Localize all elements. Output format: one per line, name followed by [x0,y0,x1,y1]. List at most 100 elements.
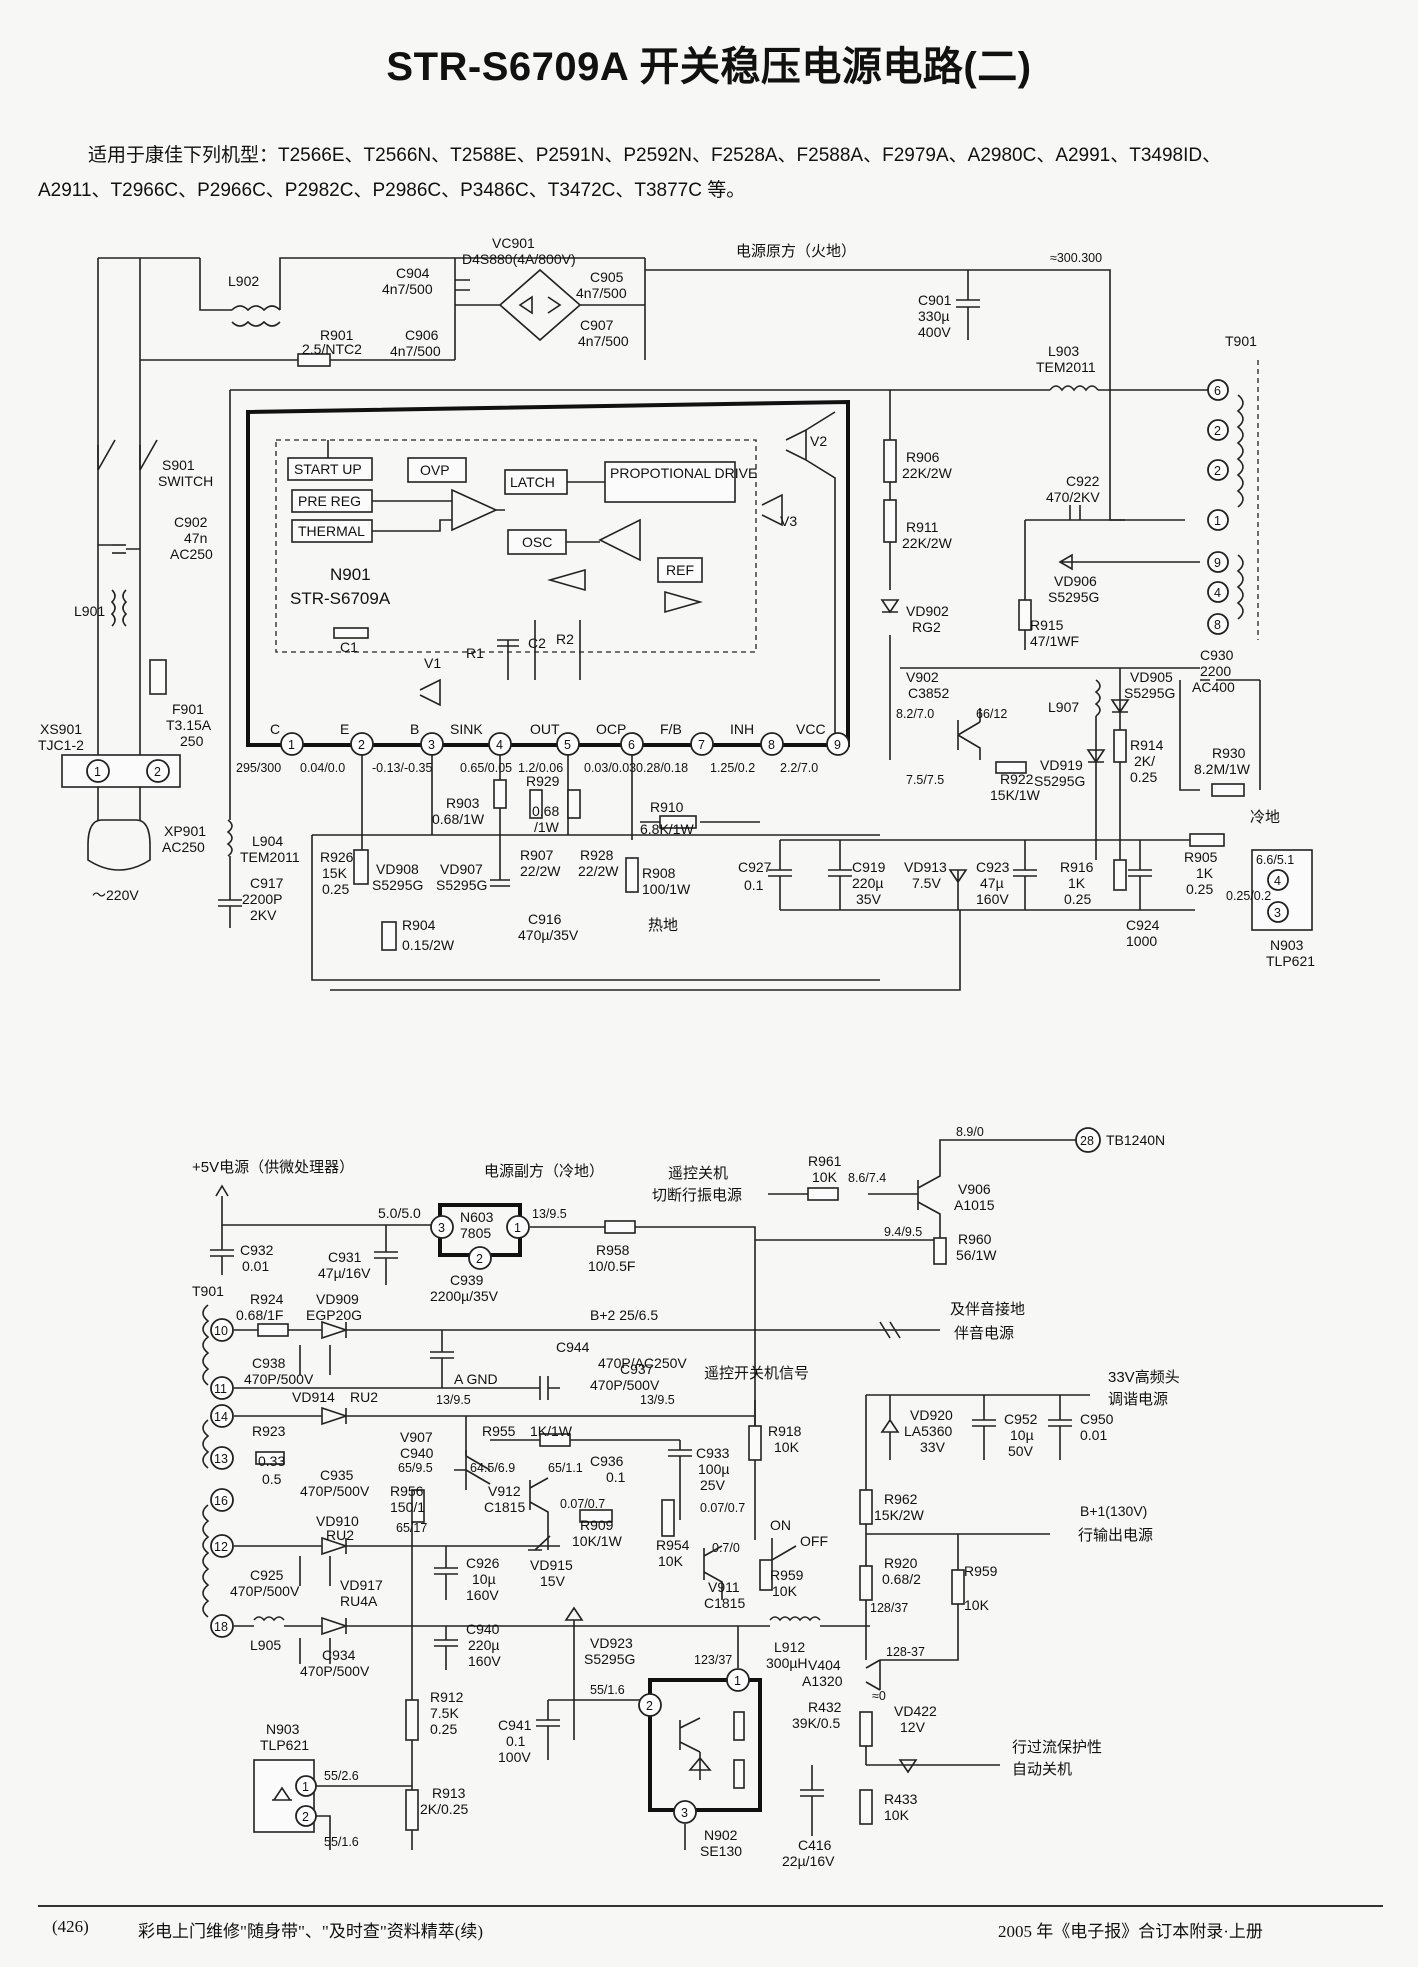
svg-text:1: 1 [1214,514,1221,528]
c934-value: 470P/500V [300,1663,370,1679]
tuner-label-1: 33V高频头 [1108,1369,1180,1386]
pin-4-name: SINK [450,721,483,737]
vd909-value: EGP20G [306,1307,362,1323]
r910-value: 6.8K/1W [640,821,694,837]
r923-label: R923 [252,1423,286,1439]
t901-primary: L903 TEM2011 T901 6 2 2 1 9 4 8 [230,333,1259,640]
c950-label: C950 [1080,1411,1114,1427]
l907-label: L907 [1048,699,1079,715]
r918-value: 10K [774,1439,800,1455]
block-latch [504,469,568,495]
vd910-label: VD910 [316,1513,359,1529]
c940a-voltage: 65/9.5 [398,1461,433,1475]
vd923-label: VD923 [590,1635,633,1651]
vd917-label: VD917 [340,1577,383,1593]
svg-text:3: 3 [1274,906,1281,920]
block-osc-label: OSC [522,534,552,550]
c940b-label: C940 [466,1621,500,1637]
c927-label: C927 [738,859,772,875]
v404-value: A1320 [802,1673,843,1689]
pin-6-name: OCP [596,721,626,737]
vd905-value: S5295G [1124,685,1175,701]
c904-label: C904 [396,265,430,281]
c932-value: 0.01 [242,1258,269,1274]
block-start-up [287,457,373,481]
r956-value: 150/1 [390,1499,425,1515]
r956-label: R956 [390,1483,424,1499]
line-filter: L902 R901 2.5/NTC2 [140,257,645,367]
secondary-circuit: +5V电源（供微处理器） 电源副方（冷地） C932 0.01 C931 47µ… [192,1125,1180,1869]
c938-label: C938 [252,1355,286,1371]
c922-value: 470/2KV [1046,489,1100,505]
tb1240n-pin: 28 [1080,1134,1094,1148]
vd909-label: VD909 [316,1291,359,1307]
page-footer: (426) 彩电上门维修"随身带"、"及时查"资料精萃(续) 2005 年《电子… [38,1905,1383,1947]
r959a-value: 10K [772,1583,798,1599]
r906-label: R906 [906,449,940,465]
n902-pin2-voltage: 55/1.6 [590,1683,625,1697]
svg-text:3: 3 [681,1806,688,1820]
n603-value: 7805 [460,1225,491,1241]
v906-top-voltage: 8.9/0 [956,1125,984,1139]
r955-label: R955 [482,1423,516,1439]
v911-label: V911 [708,1579,740,1595]
c935-label: C935 [320,1467,354,1483]
vc901-value: D4S880(4A/800V) [462,251,576,267]
n903-value: TLP621 [1266,953,1315,969]
c937-label: C937 [620,1361,654,1377]
svg-text:16: 16 [214,1494,228,1508]
switch-off-label: OFF [800,1533,828,1549]
r910-label: R910 [650,799,684,815]
l903-label: L903 [1048,343,1079,359]
v911-base-voltage: 0.7/0 [712,1541,740,1555]
pin-9-voltage: 2.2/7.0 [780,761,818,775]
r912-label: R912 [430,1689,464,1705]
page-number: (426) [52,1917,89,1936]
block-ovp-label: OVP [420,462,450,478]
pin-5-voltage: 1.2/0.06 [518,761,563,775]
c935-value: 470P/500V [300,1483,370,1499]
r920-value: 0.68/2 [882,1571,921,1587]
r923-value-1: 0.33 [258,1453,285,1469]
c930-label: C930 [1200,647,1234,663]
svg-text:14: 14 [214,1410,228,1424]
c939-label: C939 [450,1272,484,1288]
r909-value: 10K/1W [572,1533,623,1549]
svg-text:1: 1 [302,1780,309,1794]
r959a-label: R959 [770,1567,804,1583]
c933-label: C933 [696,1445,730,1461]
b1-voltage: B+1(130V) [1080,1503,1147,1519]
c937-value: 470P/500V [590,1377,660,1393]
v404-emitter-voltage: 128/37 [870,1601,908,1615]
c952-value-1: 10µ [1010,1427,1034,1443]
pin-9-name: VCC [796,721,826,737]
r908-value: 100/1W [642,881,691,897]
v902-value: C3852 [908,685,949,701]
pin-3-name: B [410,721,419,737]
c930-value-2: AC400 [1192,679,1235,695]
block-ref-label: REF [666,562,694,578]
r901-value: 2.5/NTC2 [302,341,362,357]
c905-value: 4n7/500 [576,285,627,301]
r913-label: R913 [432,1785,466,1801]
r908-label: R908 [642,865,676,881]
vd905-label: VD905 [1130,669,1173,685]
analog-ground-label: A GND [454,1371,498,1387]
c919-value-1: 220µ [852,875,883,891]
r959b-value: 10K [964,1597,990,1613]
v2-label: V2 [810,433,827,449]
c901-value-2: 400V [918,324,951,340]
r922-value: 15K/1W [990,787,1041,803]
rail14-voltage-b: 13/9.5 [640,1393,675,1407]
svg-text:8: 8 [768,738,775,752]
r961-voltage: 8.6/7.4 [848,1171,886,1185]
vd913-label: VD913 [904,859,947,875]
c906-label: C906 [405,327,439,343]
r903-label: R903 [446,795,480,811]
r961-label: R961 [808,1153,842,1169]
r905-value-2: 0.25 [1186,881,1213,897]
r960-value: 56/1W [956,1247,997,1263]
c901-label: C901 [918,292,952,308]
vd907-value: S5295G [436,877,487,893]
vd910-value: RU2 [326,1527,354,1543]
